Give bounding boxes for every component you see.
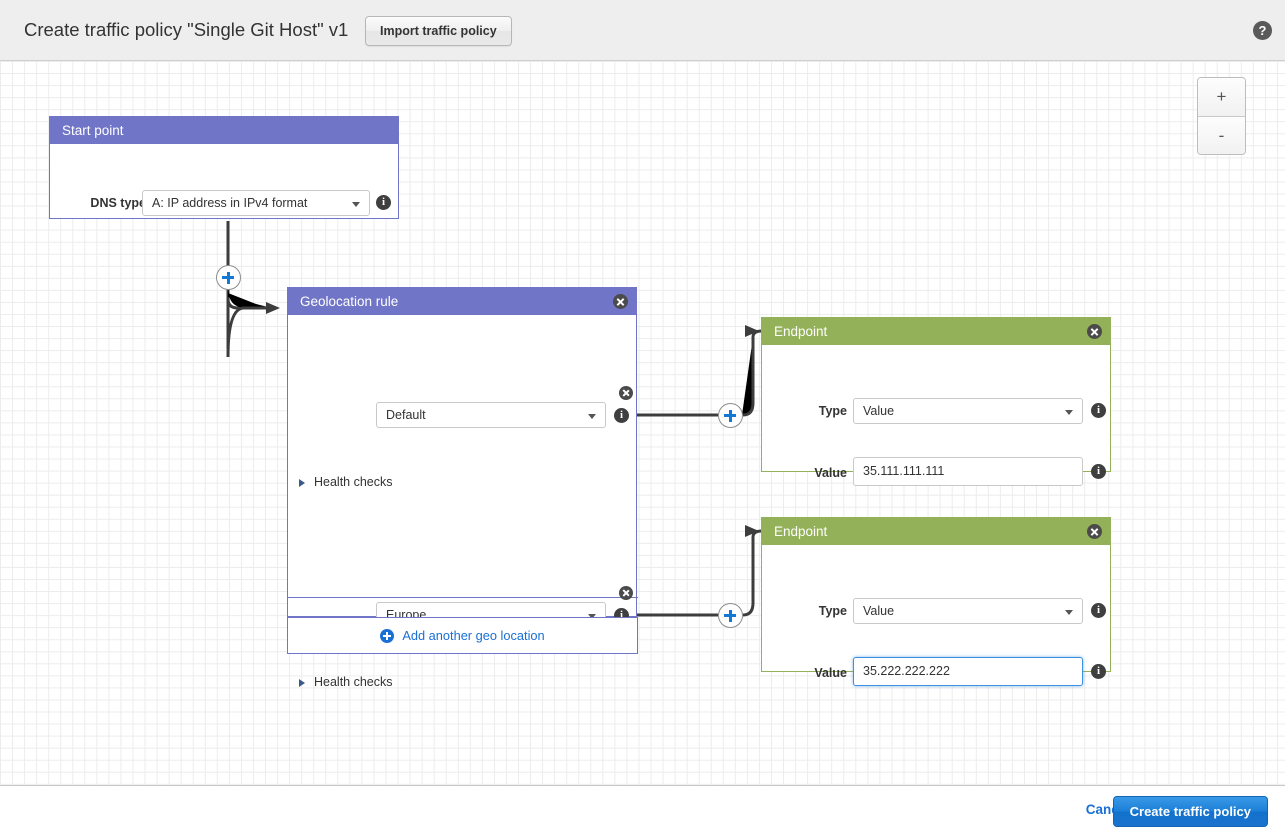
dns-type-select[interactable]: A: IP address in IPv4 format bbox=[142, 190, 370, 216]
dns-type-value: A: IP address in IPv4 format bbox=[152, 196, 308, 210]
endpoint-value-info-icon[interactable]: i bbox=[1091, 464, 1106, 479]
endpoint-value-label: Value bbox=[814, 466, 847, 480]
plus-circle-icon bbox=[380, 628, 395, 643]
add-node-endpoint-2[interactable] bbox=[718, 603, 743, 628]
start-point-header: Start point bbox=[50, 117, 398, 144]
endpoint-body: Type Value i Value 35.111.111.111 i bbox=[762, 345, 1110, 486]
zoom-out-button[interactable]: - bbox=[1198, 117, 1245, 154]
endpoint-header: Endpoint bbox=[762, 518, 1110, 545]
footer-bar: Cancel Create traffic policy bbox=[0, 787, 1285, 838]
chevron-down-icon bbox=[588, 414, 596, 419]
zoom-in-button[interactable]: + bbox=[1198, 78, 1245, 117]
chevron-right-icon bbox=[299, 679, 305, 687]
endpoint-value-input[interactable]: 35.111.111.111 bbox=[853, 457, 1083, 486]
geo-location-info-icon[interactable]: i bbox=[614, 408, 629, 423]
endpoint-value-info-icon[interactable]: i bbox=[1091, 664, 1106, 679]
close-icon[interactable] bbox=[1087, 324, 1102, 339]
endpoint-card[interactable]: Endpoint Type Value i Value 35.222.222.2… bbox=[761, 517, 1111, 686]
endpoint-value-text: 35.111.111.111 bbox=[863, 464, 945, 478]
geolocation-rule-title: Geolocation rule bbox=[300, 294, 399, 309]
app-header: Create traffic policy "Single Git Host" … bbox=[0, 0, 1285, 61]
connector-wires bbox=[226, 221, 763, 617]
create-traffic-policy-button[interactable]: Create traffic policy bbox=[1112, 796, 1268, 827]
zoom-controls[interactable]: + - bbox=[1197, 77, 1246, 155]
endpoint-type-select[interactable]: Value bbox=[853, 398, 1083, 424]
health-checks-label: Health checks bbox=[314, 675, 393, 689]
endpoint-value-input[interactable]: 35.222.222.222 bbox=[853, 657, 1083, 686]
close-icon[interactable] bbox=[1087, 524, 1102, 539]
endpoint-title: Endpoint bbox=[774, 324, 828, 339]
endpoint-card[interactable]: Endpoint Type Value i Value 35.111.111.1… bbox=[761, 317, 1111, 486]
geolocation-rule-card[interactable]: Geolocation rule i Location Default Heal… bbox=[287, 287, 638, 689]
dns-type-label: DNS type bbox=[90, 196, 146, 210]
start-point-card[interactable]: Start point DNS type A: IP address in IP… bbox=[49, 116, 399, 219]
chevron-down-icon bbox=[1065, 410, 1073, 415]
remove-geo-location-icon[interactable] bbox=[619, 386, 633, 400]
endpoint-type-select[interactable]: Value bbox=[853, 598, 1083, 624]
import-traffic-policy-button[interactable]: Import traffic policy bbox=[365, 16, 512, 46]
endpoint-title: Endpoint bbox=[774, 524, 828, 539]
geolocation-rule-header: Geolocation rule bbox=[288, 288, 636, 315]
chevron-down-icon bbox=[588, 614, 596, 619]
add-node-after-start-point[interactable] bbox=[216, 265, 241, 290]
dns-type-info-icon[interactable]: i bbox=[376, 195, 391, 210]
location-select[interactable]: Default bbox=[376, 402, 606, 428]
endpoint-value-text: 35.222.222.222 bbox=[863, 664, 950, 678]
endpoint-type-label: Type bbox=[818, 404, 847, 418]
policy-canvas[interactable]: + - Start point DNS type A: IP address i… bbox=[0, 61, 1285, 786]
close-icon[interactable] bbox=[613, 294, 628, 309]
endpoint-type-info-icon[interactable]: i bbox=[1091, 603, 1106, 618]
endpoint-type-info-icon[interactable]: i bbox=[1091, 403, 1106, 418]
chevron-down-icon bbox=[1065, 610, 1073, 615]
add-node-endpoint-1[interactable] bbox=[718, 403, 743, 428]
add-geo-location-button[interactable]: Add another geo location bbox=[287, 617, 638, 654]
endpoint-body: Type Value i Value 35.222.222.222 i bbox=[762, 545, 1110, 686]
endpoint-header: Endpoint bbox=[762, 318, 1110, 345]
chevron-down-icon bbox=[352, 202, 360, 207]
endpoint-value-label: Value bbox=[814, 666, 847, 680]
health-checks-label: Health checks bbox=[314, 475, 393, 489]
endpoint-type-value: Value bbox=[863, 404, 895, 418]
start-point-body: DNS type A: IP address in IPv4 format i bbox=[50, 144, 398, 218]
geolocation-rule-body: i Location Default Health checks i Locat… bbox=[287, 315, 638, 689]
page-title: Create traffic policy "Single Git Host" … bbox=[24, 19, 349, 40]
location-value: Default bbox=[386, 408, 426, 422]
start-point-title: Start point bbox=[62, 123, 124, 138]
help-icon[interactable]: ? bbox=[1253, 21, 1272, 40]
endpoint-type-label: Type bbox=[818, 604, 847, 618]
add-geo-location-label: Add another geo location bbox=[402, 628, 545, 643]
remove-geo-location-icon[interactable] bbox=[619, 586, 633, 600]
endpoint-type-value: Value bbox=[863, 604, 895, 618]
rule-divider bbox=[287, 597, 638, 598]
chevron-right-icon bbox=[299, 479, 305, 487]
